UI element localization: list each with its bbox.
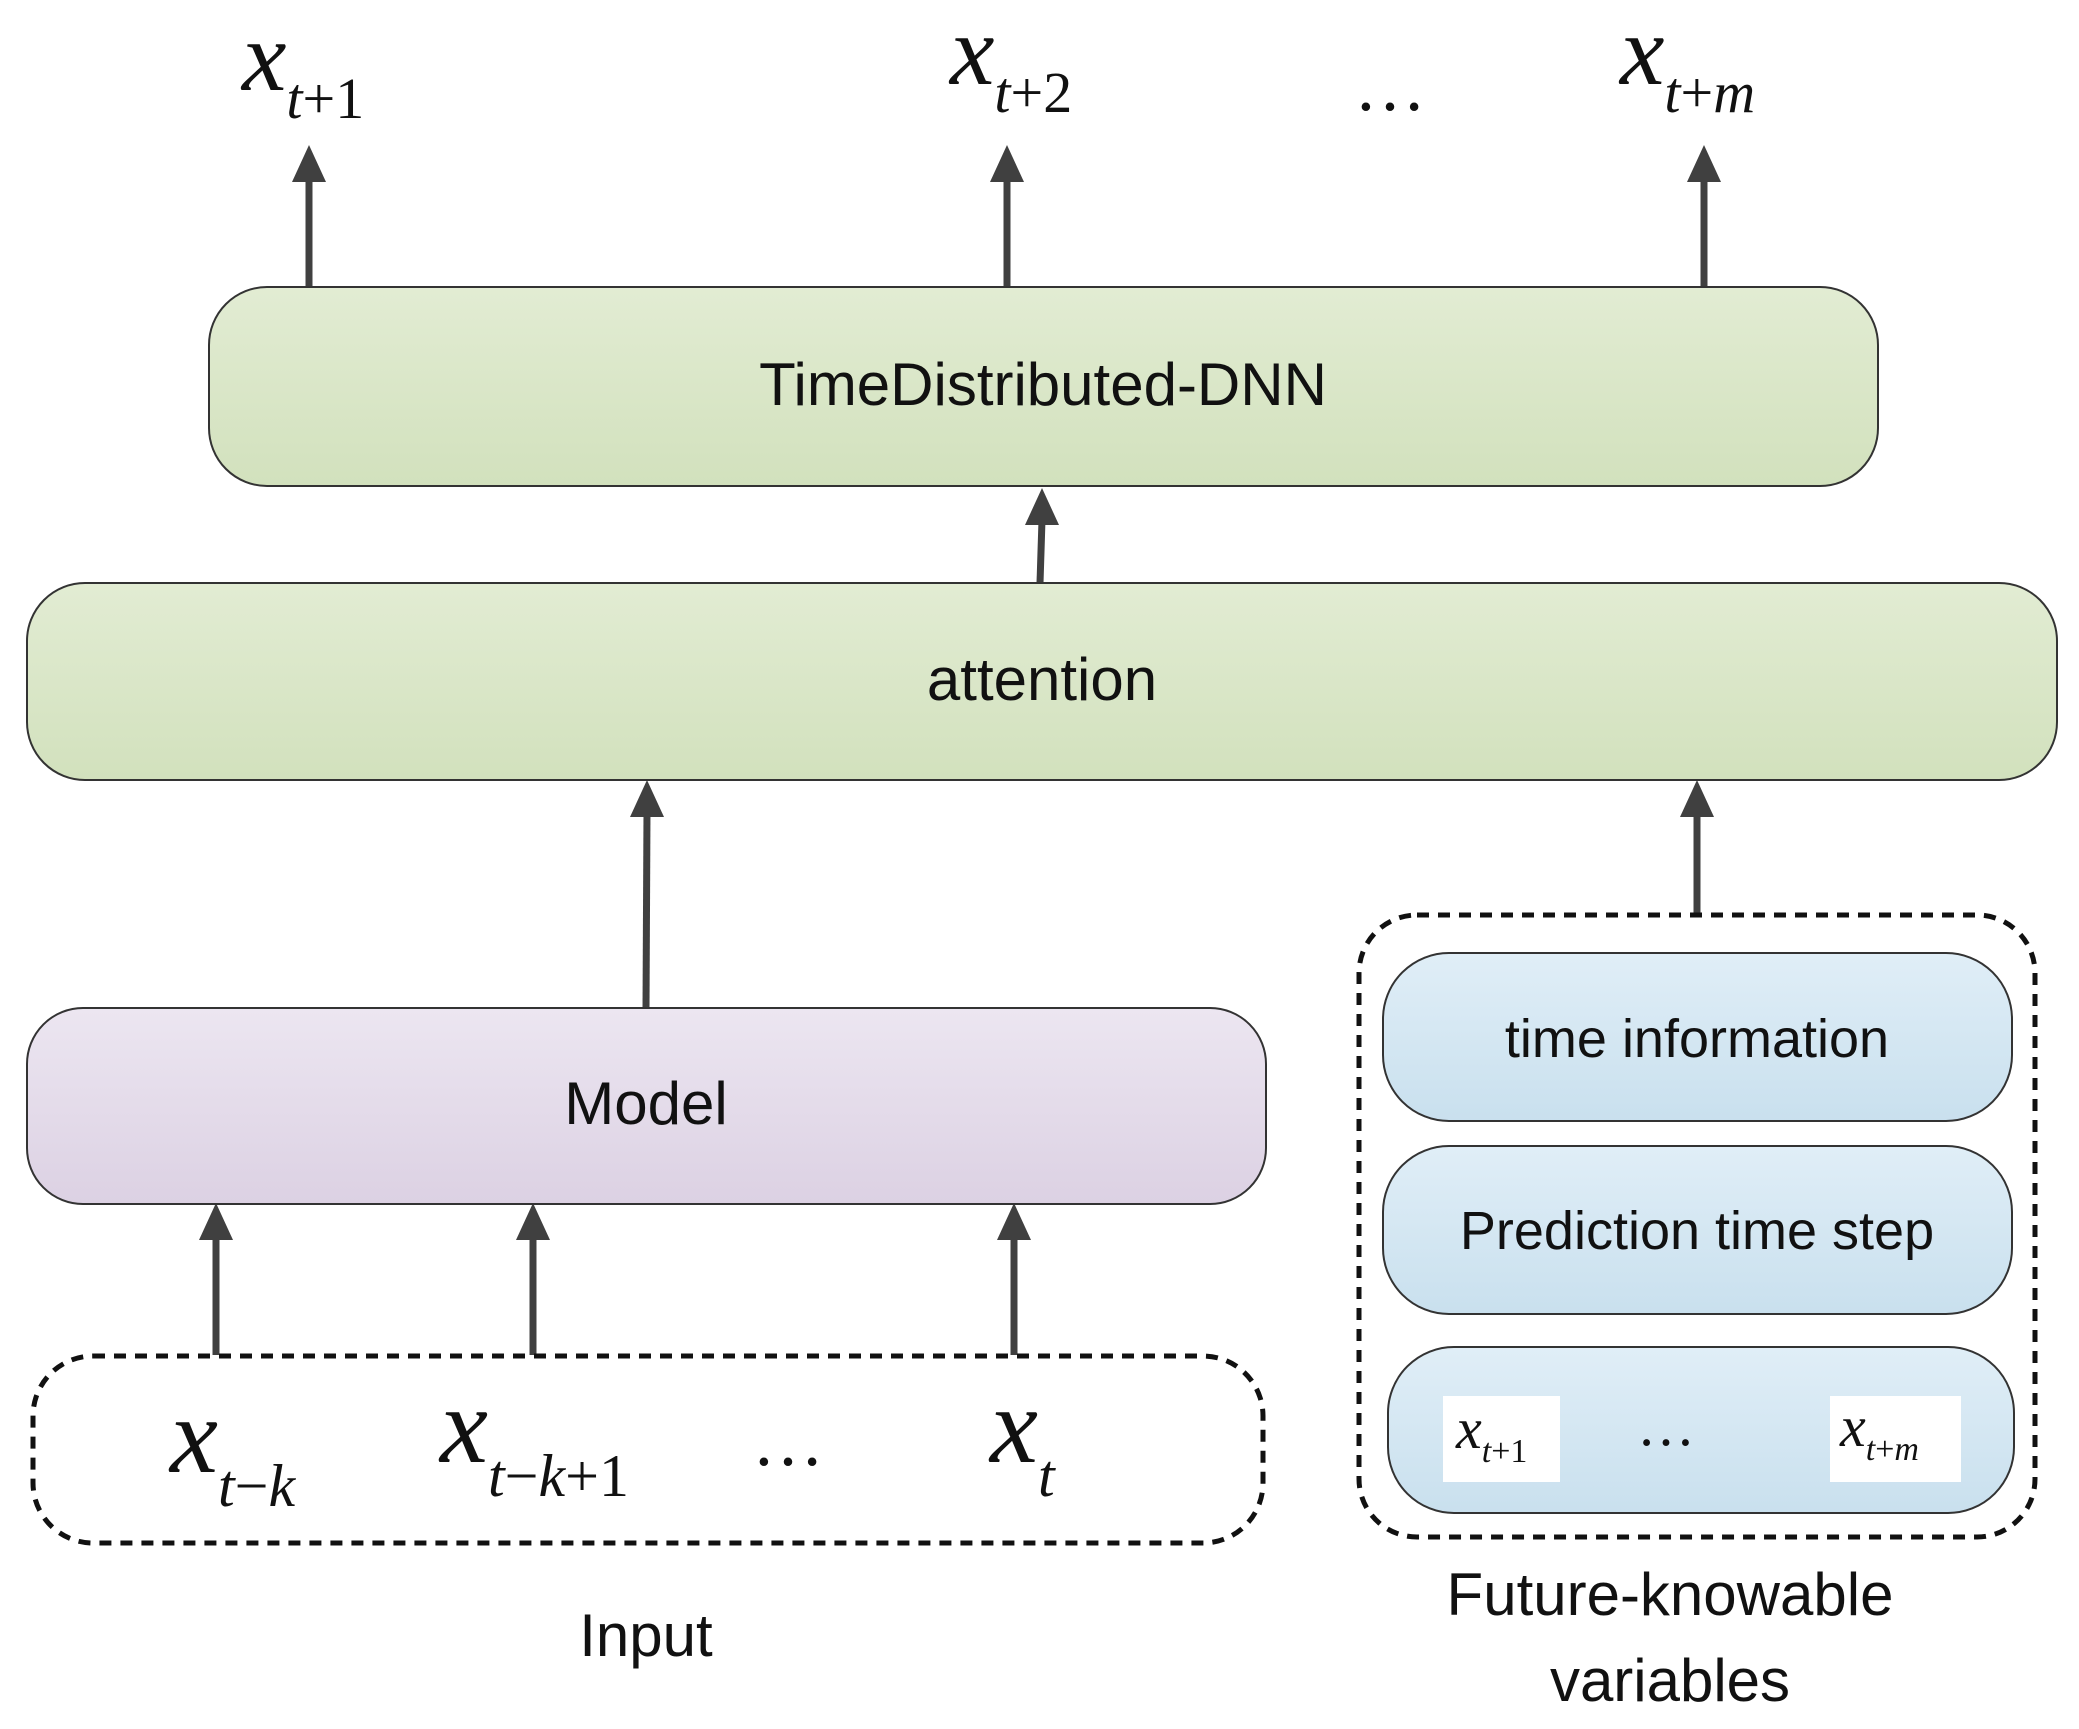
- arrow-input-t-to-model: [997, 1203, 1031, 1355]
- model-label: Model: [564, 1070, 727, 1137]
- input-label-t: xt: [988, 1367, 1056, 1509]
- input-caption: Input: [579, 1602, 713, 1669]
- input-ellipsis: …: [752, 1401, 824, 1481]
- future-ellipsis: …: [1637, 1393, 1695, 1458]
- arrow-model-to-attention: [630, 780, 664, 1009]
- arrows: [199, 145, 1721, 1355]
- input-label-t-minus-k-plus-1: xt−k+1: [438, 1367, 629, 1509]
- future-value-left: xt+1: [1455, 1396, 1527, 1470]
- future-value-box-right: [1830, 1396, 1961, 1482]
- timedistributed-dnn-block: TimeDistributed-DNN: [208, 286, 1879, 487]
- arrow-input-1-to-model: [199, 1203, 233, 1355]
- future-variables-group: time information Prediction time step xt…: [1356, 912, 2038, 1540]
- input-label-t-minus-k: xt−k: [168, 1377, 296, 1519]
- future-value-box-left: [1443, 1396, 1560, 1482]
- prediction-time-step-label: Prediction time step: [1460, 1201, 1934, 1261]
- attention-block: attention: [26, 582, 2058, 781]
- future-caption-line-2: variables: [1549, 1647, 1791, 1714]
- arrow-dnn-to-output-1: [292, 145, 326, 287]
- arrow-input-2-to-model: [516, 1203, 550, 1355]
- arrow-attention-to-dnn: [1025, 488, 1059, 584]
- arrow-future-to-attention: [1680, 780, 1714, 915]
- prediction-time-step-block: Prediction time step: [1382, 1145, 2013, 1315]
- output-label-2: xt+2: [948, 0, 1072, 125]
- output-label-m: xt+m: [1618, 0, 1755, 125]
- arrow-dnn-to-output-2: [990, 145, 1024, 287]
- time-information-label: time information: [1505, 1009, 1889, 1069]
- model-block: Model: [26, 1007, 1267, 1205]
- future-value-right: xt+m: [1839, 1394, 1919, 1468]
- attention-label: attention: [927, 646, 1157, 713]
- future-values-block: xt+1 … xt+m: [1387, 1346, 2015, 1514]
- time-information-block: time information: [1382, 952, 2013, 1122]
- dnn-label: TimeDistributed-DNN: [759, 351, 1327, 418]
- output-label-1: xt+1: [240, 1, 364, 131]
- future-caption-line-1: Future-knowable: [1446, 1561, 1894, 1628]
- arrow-dnn-to-output-m: [1687, 145, 1721, 287]
- input-group: xt−k xt−k+1 … xt: [30, 1353, 1266, 1546]
- output-ellipsis: …: [1354, 46, 1426, 126]
- future-variables-caption: Future-knowable variables: [1360, 1552, 1980, 1724]
